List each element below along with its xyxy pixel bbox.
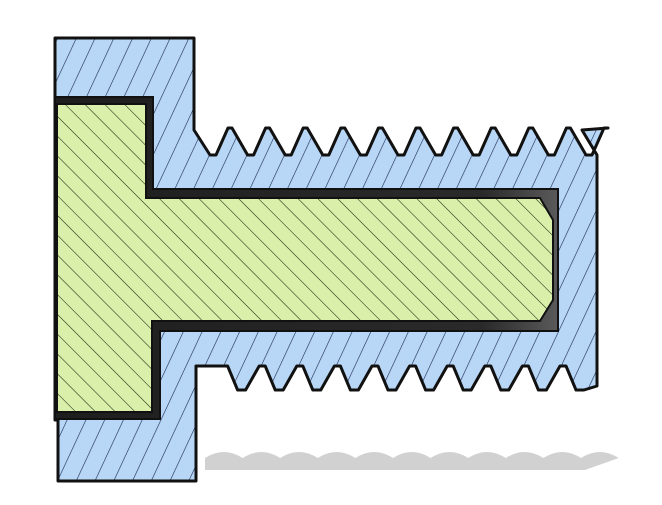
inner-bolt-part (56, 103, 554, 413)
ground-shadow (205, 452, 619, 470)
